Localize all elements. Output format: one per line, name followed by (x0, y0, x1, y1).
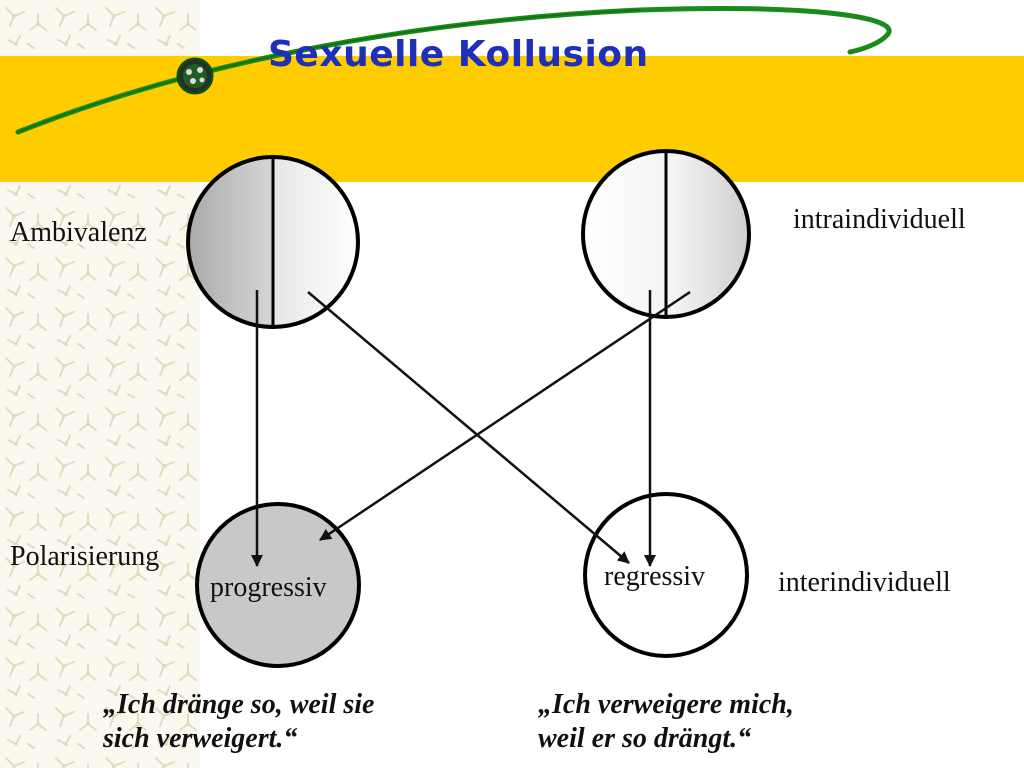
ambivalence-circle-right (581, 149, 751, 319)
label-polarisierung: Polarisierung (10, 541, 160, 572)
header-band (0, 56, 1024, 182)
quote-right: „Ich verweigere mich, weil er so drängt.… (538, 688, 794, 756)
label-intraindividuell: intraindividuell (793, 204, 966, 235)
quote-left-line1: „Ich dränge so, weil sie (103, 689, 375, 720)
quote-right-line1: „Ich verweigere mich, (538, 689, 794, 720)
page-title: Sexuelle Kollusion (268, 34, 649, 75)
progressiv-circle (195, 502, 361, 668)
arrow-left-to-regressiv (307, 291, 630, 564)
regressiv-circle (583, 492, 749, 658)
label-regressiv: regressiv (604, 561, 706, 592)
quote-right-line2: weil er so drängt.“ (538, 723, 752, 754)
label-interindividuell: interindividuell (778, 567, 951, 598)
quote-left: „Ich dränge so, weil sie sich verweigert… (103, 688, 374, 756)
label-ambivalenz: Ambivalenz (10, 217, 147, 248)
arrow-right-to-progressiv (319, 290, 691, 542)
orbit-globe-icon (176, 57, 214, 95)
ambivalence-circle-left (186, 155, 360, 329)
label-progressiv: progressiv (210, 572, 327, 603)
quote-left-line2: sich verweigert.“ (103, 723, 298, 754)
